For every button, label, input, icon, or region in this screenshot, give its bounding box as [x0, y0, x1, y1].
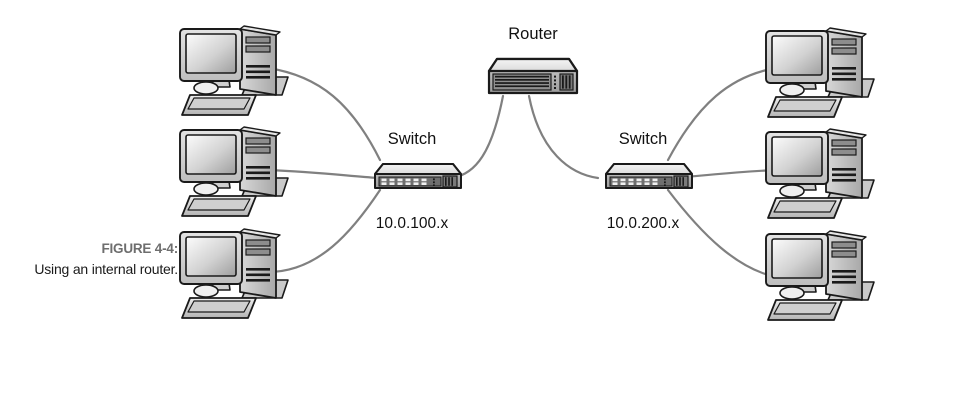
switch-left-icon[interactable] — [374, 163, 462, 189]
computer-right-2[interactable] — [765, 128, 875, 219]
link-lines-group — [266, 66, 784, 280]
router-label: Router — [508, 25, 558, 43]
router-icon[interactable] — [487, 57, 579, 95]
figure-caption: FIGURE 4-4: Using an internal router. — [18, 239, 178, 279]
link-computer-left-1-to-switch-left — [266, 66, 382, 162]
subnet-label-left: 10.0.100.x — [376, 215, 449, 232]
computer-left-2[interactable] — [179, 126, 289, 217]
switch-left-label: Switch — [388, 130, 437, 148]
link-computer-left-2-to-switch-left — [266, 168, 380, 180]
switch-right-label: Switch — [619, 130, 668, 148]
computer-left-3[interactable] — [179, 228, 289, 319]
subnet-label-right: 10.0.200.x — [607, 215, 680, 232]
link-switch-right-to-computer-right-1 — [666, 66, 778, 162]
link-router-to-switch-right — [527, 94, 600, 180]
computer-right-1[interactable] — [765, 27, 875, 118]
switch-right-icon[interactable] — [605, 163, 693, 189]
link-switch-right-to-computer-right-3 — [666, 188, 784, 280]
computer-right-3[interactable] — [765, 230, 875, 321]
computer-left-1[interactable] — [179, 25, 289, 116]
figure-caption-text: Using an internal router. — [34, 261, 178, 277]
figure-number: FIGURE 4-4: — [101, 241, 178, 256]
link-switch-left-to-router — [450, 94, 505, 180]
link-computer-left-3-to-switch-left — [266, 188, 382, 274]
